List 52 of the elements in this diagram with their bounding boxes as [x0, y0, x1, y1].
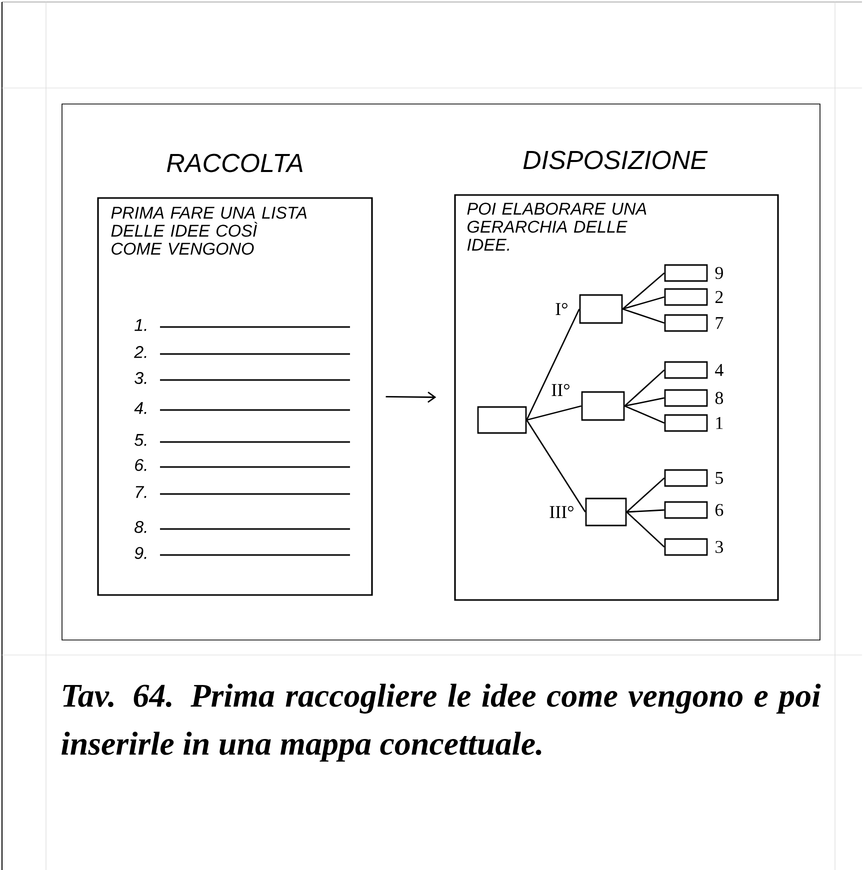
number-label: 9 — [715, 266, 723, 280]
connector-line — [624, 397, 664, 407]
number-label: 6 — [715, 504, 724, 516]
idea-box — [664, 538, 708, 556]
list-number: 5. — [134, 434, 146, 446]
connector-line — [622, 272, 665, 310]
list-number: 4. — [134, 402, 146, 414]
arrow — [386, 392, 436, 403]
idea-box — [585, 498, 627, 526]
list-number: 8. — [134, 520, 146, 534]
connector-line — [624, 405, 665, 424]
number-label: 2 — [715, 291, 723, 303]
connector-line — [626, 477, 665, 513]
number-label: 7 — [716, 317, 724, 329]
list-number: 3. — [134, 372, 146, 384]
number-label: 5 — [716, 472, 723, 484]
connector-line — [526, 420, 586, 512]
sheet-text: POI ELABORARE UNA GERARCHIA DELLE IDEE. — [467, 202, 646, 251]
list-number: 9. — [134, 546, 146, 560]
level-label: III° — [550, 506, 574, 518]
idea-box — [664, 288, 708, 306]
idea-box — [664, 264, 708, 282]
list-number: 2. — [134, 346, 146, 358]
list-number: 6. — [135, 458, 146, 472]
connector-line — [622, 308, 665, 324]
level-label: I° — [556, 303, 568, 315]
sheet-title: DISPOSIZIONE — [523, 150, 708, 170]
list-number: 1. — [134, 319, 146, 331]
sheet-text: PRIMA FARE UNA LISTA DELLE IDEE COSÌ COME VENGONO — [111, 206, 307, 255]
idea-box — [664, 314, 708, 332]
caption: Tav. 64. Prima raccogliere le idee come vengono e poi inserirle in una mappa concettuale. — [62, 684, 821, 762]
idea-box — [579, 294, 623, 324]
connector-line — [624, 369, 665, 407]
idea-box — [664, 389, 708, 407]
idea-box — [664, 501, 708, 519]
idea-box — [664, 414, 708, 432]
number-label: 3 — [716, 540, 723, 554]
number-label: 8 — [715, 392, 723, 404]
connector-line — [526, 405, 582, 421]
connector-line — [526, 308, 580, 420]
connector-line — [626, 511, 665, 548]
idea-box — [664, 469, 708, 487]
list-number: 7. — [136, 486, 146, 498]
idea-box — [477, 406, 527, 434]
idea-box — [581, 391, 625, 421]
connector-line — [626, 509, 664, 513]
idea-box — [664, 361, 708, 379]
number-label: 1 — [716, 417, 723, 429]
sheet-title: RACCOLTA — [166, 154, 302, 172]
level-label: II° — [552, 384, 570, 396]
number-label: 4 — [715, 364, 724, 376]
connector-line — [622, 296, 664, 310]
